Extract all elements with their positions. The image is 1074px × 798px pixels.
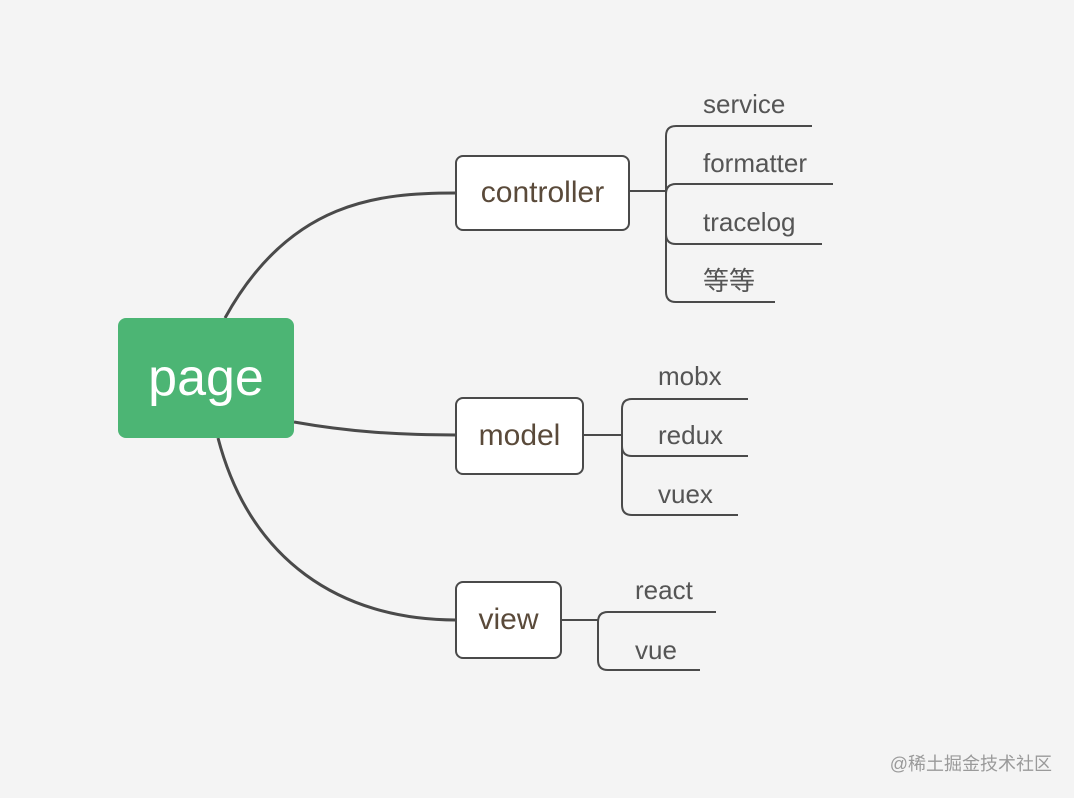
- edge-page-model: [293, 420, 457, 437]
- edge-page-controller: [223, 191, 457, 319]
- leaf-service: service: [703, 89, 786, 119]
- leaf-formatter: formatter: [703, 148, 808, 178]
- controller-children-lines: [630, 125, 833, 303]
- leaf-react: react: [635, 575, 693, 605]
- leaf-vue: vue: [635, 635, 677, 665]
- watermark: @稀土掘金技术社区: [889, 754, 1052, 774]
- edge-page-view: [216, 437, 457, 622]
- root-label: page: [148, 349, 264, 407]
- node-controller: controller: [455, 155, 630, 231]
- node-controller-label: controller: [480, 176, 605, 209]
- leaf-mobx: mobx: [658, 361, 722, 391]
- leaf-redux: redux: [658, 420, 724, 450]
- node-model: model: [455, 397, 584, 475]
- node-view: view: [455, 581, 562, 659]
- leaf-vuex: vuex: [658, 479, 713, 509]
- model-children-lines: [584, 398, 748, 516]
- view-children-lines: [562, 611, 716, 671]
- node-model-label: model: [478, 419, 561, 452]
- leaf-tracelog: tracelog: [703, 207, 796, 237]
- root-node-page: page: [118, 318, 294, 438]
- node-view-label: view: [478, 603, 539, 636]
- leaf-etc: 等等: [703, 266, 756, 296]
